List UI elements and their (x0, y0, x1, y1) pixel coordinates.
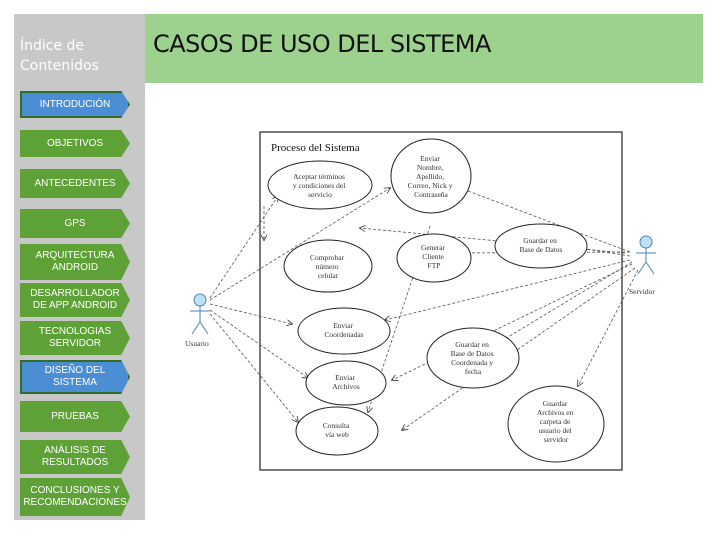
usecase-send-files (305, 360, 387, 406)
nav-item-label: ANÁLISIS DE RESULTADOS (41, 445, 109, 468)
nav-item-label: OBJETIVOS (46, 137, 104, 149)
usecase-send-coordinates-label: Enviar Coordenadas (324, 321, 363, 339)
nav-item-label: INTRODUCIÓN (39, 98, 111, 110)
usecase-save-coordinates (426, 327, 520, 389)
sidebar-title-line1: Índice de (20, 38, 85, 54)
usecase-save-database-label: Guardar en Base de Datos (520, 236, 563, 254)
nav-item-label: ANTECEDENTES (34, 177, 116, 189)
nav-item-analisis-resultados[interactable]: ANÁLISIS DE RESULTADOS (20, 440, 130, 474)
nav-item-conclusiones[interactable]: CONCLUSIONES Y RECOMENDACIONES (20, 478, 130, 516)
nav-item-label: PRUEBAS (51, 410, 99, 422)
page-title: CASOS DE USO DEL SISTEMA (153, 30, 491, 58)
nav-item-label: CONCLUSIONES Y RECOMENDACIONES (23, 485, 127, 508)
title-banner (145, 14, 703, 83)
usecase-send-coordinates (297, 307, 391, 355)
usecase-verify-phone (283, 239, 373, 293)
nav-item-gps[interactable]: GPS (20, 209, 130, 238)
user-actor-icon (190, 293, 210, 335)
usecase-save-coordinates-label: Guardar en Base de Datos Coordenada y fe… (451, 340, 496, 376)
sidebar-title: Índice de Contenidos (20, 36, 130, 76)
usecase-save-files-label: Guardar Archivos en carpeta de usuario d… (537, 399, 575, 444)
usecase-send-user-data-label: Enviar Nombre, Apellido, Correo, Nick y … (408, 154, 455, 199)
nav-item-objetivos[interactable]: OBJETIVOS (20, 130, 130, 157)
nav-item-introduccion[interactable]: INTRODUCIÓN (20, 91, 130, 118)
use-cases (267, 138, 605, 463)
system-title: Proceso del Sistema (271, 142, 360, 154)
use-case-diagram: Proceso del Sistema Aceptar términos (185, 131, 656, 471)
usecase-save-database (494, 223, 588, 269)
sidebar-title-line2: Contenidos (20, 58, 99, 74)
usecase-send-files-label: Enviar Archivos (332, 373, 360, 391)
usecase-verify-phone-label: Comprobar número celular (310, 253, 346, 280)
nav-item-label: ARQUITECTURA ANDROID (35, 250, 115, 273)
usecase-send-user-data (390, 138, 472, 214)
usecase-accept-terms-label: Aceptar términos y condiciones del servi… (293, 172, 347, 199)
nav-item-label: DISEÑO DEL SISTEMA (44, 365, 106, 388)
usecase-generate-ftp (396, 233, 472, 283)
nav-item-antecedentes[interactable]: ANTECEDENTES (20, 169, 130, 198)
nav-item-arquitectura-android[interactable]: ARQUITECTURA ANDROID (20, 244, 130, 280)
nav-item-label: DESARROLLADOR DE APP ANDROID (30, 288, 120, 311)
server-actor-icon (636, 235, 656, 275)
nav-item-desarrollador-app[interactable]: DESARROLLADOR DE APP ANDROID (20, 283, 130, 317)
usecase-save-files (507, 385, 605, 463)
usecase-accept-terms (267, 160, 373, 210)
nav-item-pruebas[interactable]: PRUEBAS (20, 401, 130, 432)
usecase-generate-ftp-label: Generar Cliente FTP (421, 243, 447, 270)
usecase-web-query-label: Consulta vía web (323, 421, 352, 439)
nav-item-diseno-sistema[interactable]: DISEÑO DEL SISTEMA (20, 360, 130, 394)
user-actor-label: Usuario (185, 339, 209, 348)
nav-item-label: TECNOLOGIAS SERVIDOR (38, 326, 112, 349)
server-actor-label: Servidor (629, 287, 655, 296)
usecase-web-query (295, 406, 379, 456)
nav-item-tecnologias-servidor[interactable]: TECNOLOGIAS SERVIDOR (20, 321, 130, 355)
nav-item-label: GPS (64, 217, 86, 229)
